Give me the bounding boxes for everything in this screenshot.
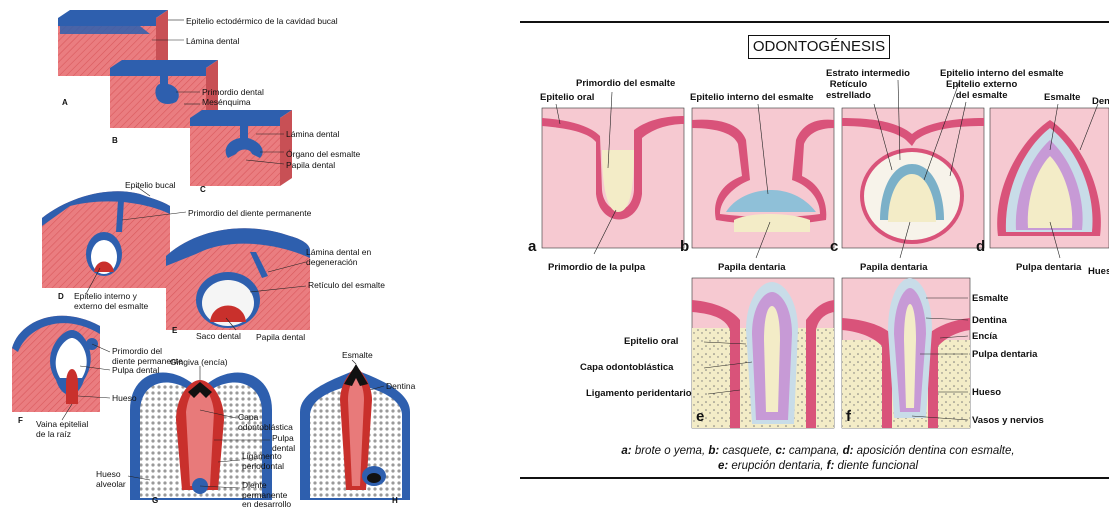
caption-key-c: c: — [775, 445, 785, 457]
label-epitelio-bucal: Epitelio bucal — [125, 181, 176, 190]
label-vasos-nervios: Vasos y nervios — [972, 415, 1044, 426]
label-epitelio-interno-c: Epitelio interno del esmalte — [940, 68, 1064, 79]
stage-letter-f-right: f — [846, 408, 851, 425]
label-hueso-d: Hueso — [1088, 266, 1109, 277]
label-vaina-epitelial: Vaina epitelial de la raíz — [36, 420, 88, 439]
stage-letter-b-right: b — [680, 238, 689, 255]
label-lamina-degeneracion: Lámina dental en degeneración — [306, 248, 371, 267]
label-lamina-dental-a: Lámina dental — [186, 37, 239, 46]
label-primordio-dental: Primordio dental — [202, 88, 264, 97]
label-lamina-dental-c: Lámina dental — [286, 130, 339, 139]
label-pulpa-dentaria-f: Pulpa dentaria — [972, 349, 1037, 360]
stage-letter-a: A — [62, 98, 68, 107]
caption-text-f: diente funcional — [834, 460, 918, 472]
label-capa-odontoblastica: Capa odontoblástica — [238, 413, 293, 432]
label-epitelio-oral-a: Epitelio oral — [540, 92, 594, 103]
label-esmalte-f: Esmalte — [972, 293, 1008, 304]
stage-letter-f: F — [18, 416, 23, 425]
label-esmalte-d: Esmalte — [1044, 92, 1080, 103]
label-esmalte-h: Esmalte — [342, 351, 373, 360]
caption-key-d: d: — [843, 445, 854, 457]
diagram-caption: a: brote o yema, b: casquete, c: campana… — [558, 444, 1078, 474]
frame-f — [842, 278, 970, 428]
label-hueso-f: Hueso — [972, 387, 1001, 398]
frame-b — [692, 108, 834, 248]
label-ligamento-periodontal: Ligamento periodontal — [242, 452, 284, 471]
stage-letter-b: B — [112, 136, 118, 145]
label-primordio-pulpa: Primordio de la pulpa — [548, 262, 645, 273]
label-capa-odontoblastica-e: Capa odontoblástica — [580, 362, 673, 373]
caption-text-b: casquete, — [719, 445, 775, 457]
frame-a — [542, 108, 684, 248]
label-hueso-alveolar: Hueso alveolar — [96, 470, 126, 489]
label-papila-dental-e: Papila dental — [256, 333, 305, 342]
label-papila-dental-c: Papila dental — [286, 161, 335, 170]
frame-e — [692, 278, 834, 428]
caption-key-a: a: — [621, 445, 631, 457]
stage-letter-c: C — [200, 185, 206, 194]
label-primordio-permanente: Primordio del diente permanente — [188, 209, 311, 218]
caption-text-c: campana, — [786, 445, 843, 457]
label-reticulo-estrellado: Retículo estrellado — [826, 80, 871, 101]
caption-key-e: e: — [718, 460, 728, 472]
label-papila-dentaria-c: Papila dentaria — [860, 262, 928, 273]
stage-c-block — [190, 110, 292, 186]
stage-letter-c-right: c — [830, 238, 838, 255]
left-diagram-panel: Epitelio ectodérmico de la cavidad bucal… — [0, 0, 520, 505]
stage-letter-h: H — [392, 496, 398, 505]
caption-text-a: brote o yema, — [632, 445, 709, 457]
stage-letter-g: G — [152, 496, 158, 505]
label-pulpa-dentaria-d: Pulpa dentaria — [1016, 262, 1081, 273]
right-diagram-panel: ODONTOGÉNESIS — [520, 0, 1109, 505]
label-diente-permanente-desarrollo: Diente permanente en desarrollo — [242, 481, 291, 510]
label-ligamento-peridentario: Ligamento peridentario — [586, 388, 692, 399]
stage-d-block — [42, 191, 170, 288]
label-dentina-f: Dentina — [972, 315, 1007, 326]
label-dentina-d: Dentina — [1092, 96, 1109, 107]
frame-d — [990, 108, 1109, 248]
label-epitelio-interno-externo: Epitelio interno y externo del esmalte — [74, 292, 148, 311]
label-primordio-esmalte: Primordio del esmalte — [576, 78, 675, 89]
label-hueso-f: Hueso — [112, 394, 137, 403]
stage-letter-a-right: a — [528, 238, 536, 255]
label-reticulo-esmalte: Retículo del esmalte — [308, 281, 385, 290]
frame-c — [842, 108, 984, 248]
caption-key-b: b: — [708, 445, 719, 457]
stage-f-block — [12, 316, 100, 412]
label-organo-esmalte: Órgano del esmalte — [286, 150, 360, 159]
label-epitelio-ectodermico: Epitelio ectodérmico de la cavidad bucal — [186, 17, 338, 26]
caption-text-e: erupción dentaria, — [728, 460, 826, 472]
stage-letter-d: D — [58, 292, 64, 301]
stage-letter-e: E — [172, 326, 177, 335]
stage-letter-e-right: e — [696, 408, 704, 425]
stage-e-block — [166, 228, 310, 330]
label-pulpa-dental-f: Pulpa dental — [112, 366, 159, 375]
label-saco-dental: Saco dental — [196, 332, 241, 341]
label-epitelio-oral-e: Epitelio oral — [624, 336, 678, 347]
label-mesenquima: Mesénquima — [202, 98, 251, 107]
label-dentina-h: Dentina — [386, 382, 415, 391]
caption-text-d: aposición dentina con esmalte, — [853, 445, 1014, 457]
label-estrato-intermedio: Estrato intermedio — [826, 68, 910, 79]
label-papila-dentaria-b: Papila dentaria — [718, 262, 786, 273]
label-gingiva: Gingiva (encía) — [170, 358, 228, 367]
stage-letter-d-right: d — [976, 238, 985, 255]
label-epitelio-interno-b: Epitelio interno del esmalte — [690, 92, 814, 103]
label-encia-f: Encía — [972, 331, 997, 342]
label-epitelio-externo-c: Epitelio externo del esmalte — [946, 80, 1017, 101]
